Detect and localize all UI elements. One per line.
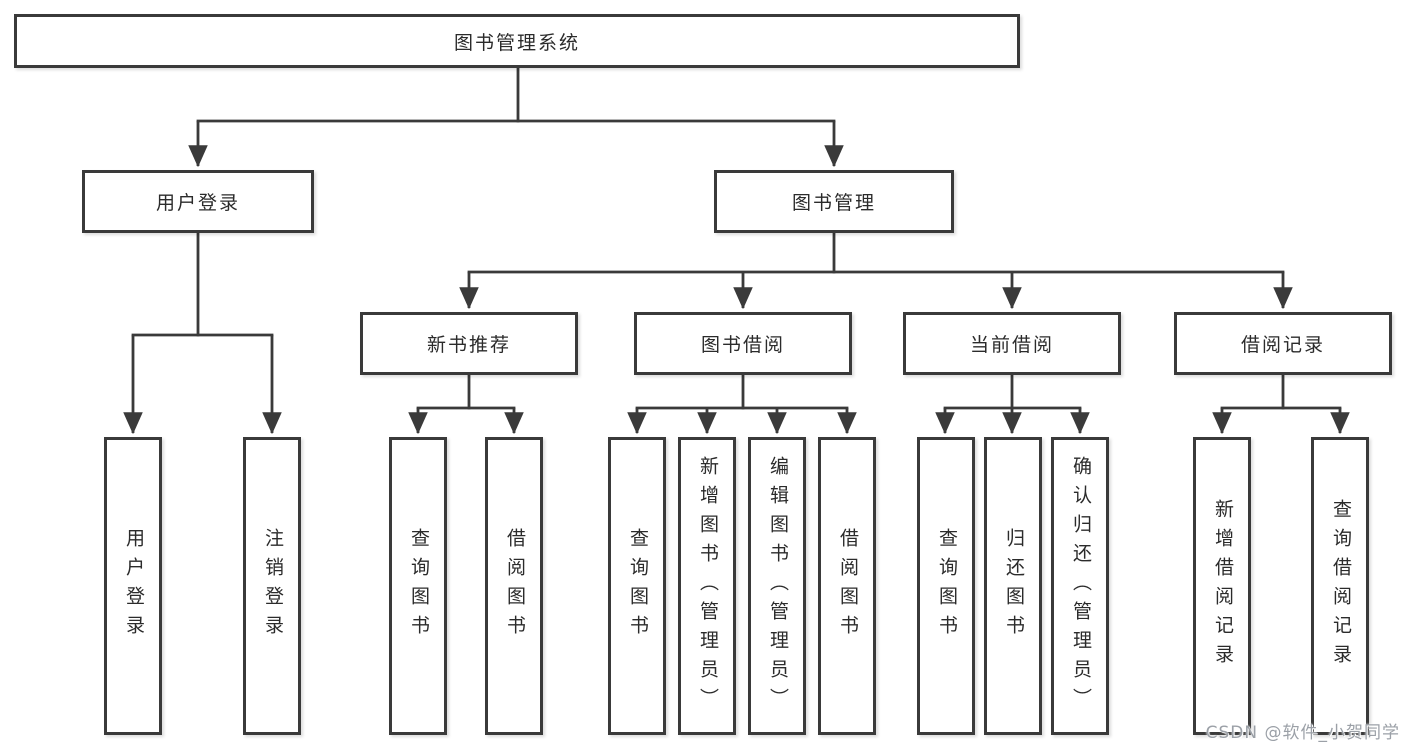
node-leaf-current-return-books: 归还图书 <box>984 437 1042 735</box>
node-leaf-borrow-query-books: 查询图书 <box>608 437 666 735</box>
connector-bookmgmt-to-level3 <box>459 233 1293 310</box>
csdn-watermark: CSDN @软件_小贺同学 <box>1205 723 1400 743</box>
node-leaf-borrow-borrow-books: 借阅图书 <box>818 437 876 735</box>
connector-current-to-leaves <box>935 375 1090 435</box>
node-book-borrow: 图书借阅 <box>634 312 852 375</box>
node-label: 归还图书 <box>1002 528 1025 644</box>
node-label: 查询借阅记录 <box>1329 499 1352 673</box>
node-label: 确认归还（管理员） <box>1069 455 1092 717</box>
connector-root-to-level2 <box>188 68 844 168</box>
node-leaf-logout: 注销登录 <box>243 437 301 735</box>
connector-borrow-to-leaves <box>627 375 857 435</box>
node-leaf-recommend-borrow-books: 借阅图书 <box>485 437 543 735</box>
node-label: 新增图书（管理员） <box>696 455 719 717</box>
node-borrow-records: 借阅记录 <box>1174 312 1392 375</box>
node-leaf-recommend-query-books: 查询图书 <box>389 437 447 735</box>
node-root-system: 图书管理系统 <box>14 14 1020 68</box>
connector-userlogin-to-leaves <box>123 233 282 435</box>
node-user-login: 用户登录 <box>82 170 314 233</box>
node-current-borrow: 当前借阅 <box>903 312 1121 375</box>
connector-recommend-to-leaves <box>408 375 524 435</box>
node-new-book-recommend: 新书推荐 <box>360 312 578 375</box>
node-leaf-borrow-edit-books-admin: 编辑图书（管理员） <box>748 437 806 735</box>
node-label: 注销登录 <box>261 528 284 644</box>
node-leaf-current-confirm-return-admin: 确认归还（管理员） <box>1051 437 1109 735</box>
node-label: 借阅图书 <box>503 528 526 644</box>
node-label: 新增借阅记录 <box>1211 499 1234 673</box>
node-label: 查询图书 <box>935 528 958 644</box>
node-leaf-current-query-books: 查询图书 <box>917 437 975 735</box>
node-leaf-borrow-add-books-admin: 新增图书（管理员） <box>678 437 736 735</box>
connector-records-to-leaves <box>1212 375 1350 435</box>
node-leaf-records-query-record: 查询借阅记录 <box>1311 437 1369 735</box>
node-label: 用户登录 <box>122 528 145 644</box>
node-label: 查询图书 <box>407 528 430 644</box>
node-label: 借阅图书 <box>836 528 859 644</box>
node-label: 编辑图书（管理员） <box>766 455 789 717</box>
node-book-management: 图书管理 <box>714 170 954 233</box>
node-leaf-user-login: 用户登录 <box>104 437 162 735</box>
node-leaf-records-add-record: 新增借阅记录 <box>1193 437 1251 735</box>
node-label: 查询图书 <box>626 528 649 644</box>
